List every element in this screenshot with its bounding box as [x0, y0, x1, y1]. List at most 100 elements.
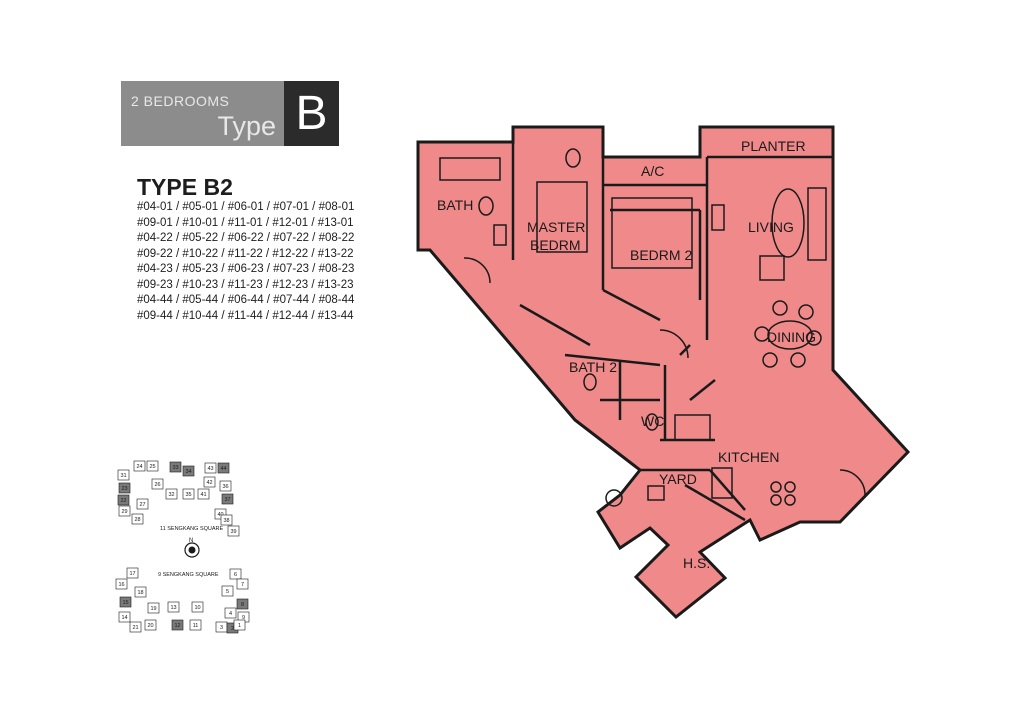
planter-label: PLANTER [741, 138, 806, 154]
key-plan-unit: 1 [233, 619, 246, 631]
bathtub [439, 157, 501, 181]
key-plan-unit-number: 38 [223, 518, 229, 524]
key-plan-unit-number: 4 [229, 611, 232, 617]
key-plan-unit-number: 29 [121, 509, 127, 515]
type-letter: B [284, 81, 339, 146]
key-plan-unit: 34 [182, 465, 195, 477]
key-plan-unit-number: 11 [193, 623, 199, 629]
key-plan-unit-number: 7 [241, 582, 244, 588]
key-plan-unit: 40 [214, 508, 227, 520]
shower-master [493, 224, 507, 246]
dining-chair [798, 304, 814, 320]
living-label: LIVING [748, 219, 794, 235]
key-plan-unit: 19 [147, 602, 160, 614]
key-plan-unit: 33 [169, 461, 182, 473]
unit-line: #09-01 / #10-01 / #11-01 / #12-01 / #13-… [137, 216, 354, 229]
kitchen-label: KITCHEN [718, 449, 779, 465]
dining-chair [754, 326, 770, 342]
yard-label: YARD [659, 471, 697, 487]
unit-line: #04-23 / #05-23 / #06-23 / #07-23 / #08-… [137, 263, 355, 275]
master-bedrm-label-2: BEDRM [530, 237, 581, 253]
key-plan-unit-number: 12 [174, 623, 180, 629]
key-plan-unit-number: 19 [150, 606, 156, 612]
key-plan-unit-number: 27 [139, 502, 145, 508]
bed-2 [611, 197, 693, 269]
key-plan-unit: 31 [117, 469, 130, 481]
key-plan-unit: 3 [215, 621, 228, 633]
door-swing [839, 469, 866, 496]
key-plan-unit-number: 14 [121, 615, 127, 621]
unit-line: #09-22 / #10-22 / #11-22 / #12-22 / #13-… [137, 247, 354, 260]
coffee-table [771, 188, 805, 258]
door-swing [659, 329, 689, 359]
north-label: N [189, 538, 193, 544]
key-plan-unit: 36 [219, 480, 232, 492]
badge-label-panel: 2 BEDROOMS Type [121, 81, 284, 146]
sofa [807, 187, 827, 261]
dining-chair [772, 300, 788, 316]
key-plan-unit: 39 [227, 525, 240, 537]
key-plan-unit-number: 15 [122, 600, 128, 606]
unit-line: #04-22 / #05-22 / #06-22 / #07-22 / #08-… [137, 232, 355, 244]
key-plan-unit-number: 16 [118, 582, 124, 588]
dining-chair [762, 352, 778, 368]
upper-block-label: 11 SENGKANG SQUARE [160, 526, 223, 532]
fridge [674, 414, 711, 441]
key-plan-unit-number: 40 [217, 512, 223, 518]
key-plan-unit-number: 43 [207, 466, 213, 472]
key-plan-unit: 5 [221, 585, 234, 597]
unit-line: #04-44 / #05-44 / #06-44 / #07-44 / #08-… [137, 294, 355, 306]
key-plan-unit: 22 [117, 494, 130, 506]
key-plan-unit-number: 32 [168, 492, 174, 498]
key-plan-unit: 35 [182, 488, 195, 500]
key-plan-unit: 18 [134, 586, 147, 598]
bath-label: BATH [437, 197, 473, 213]
room-labels: PLANTER A/C BATH MASTER BEDRM BEDRM 2 LI… [437, 138, 816, 571]
key-plan-unit: 26 [151, 478, 164, 490]
key-plan-unit: 6 [229, 568, 242, 580]
bedrooms-label: 2 BEDROOMS [131, 93, 230, 109]
key-plan-unit-number: 42 [206, 480, 212, 486]
unit-line: #09-23 / #10-23 / #11-23 / #12-23 / #13-… [137, 278, 354, 291]
type-badge: 2 BEDROOMS Type B [121, 81, 339, 146]
burner [784, 494, 796, 506]
key-plan-unit: 41 [197, 488, 210, 500]
key-plan-unit: 29 [118, 505, 131, 517]
key-plan-unit: 38 [220, 514, 233, 526]
key-plan-unit: 37 [221, 493, 234, 505]
bedrm2-label: BEDRM 2 [630, 247, 692, 263]
key-plan-unit: 21 [129, 621, 142, 633]
key-plan-unit-number: 18 [137, 590, 143, 596]
hs-label: H.S. [683, 555, 710, 571]
type-word: Type [217, 111, 276, 141]
ac-label: A/C [641, 163, 664, 179]
north-arrow-icon: N [184, 538, 200, 558]
key-plan-unit-number: 36 [222, 484, 228, 490]
key-plan-unit: 10 [191, 601, 204, 613]
key-plan-unit-number: 6 [234, 572, 237, 578]
key-plan-unit-number: 13 [170, 605, 176, 611]
stove [711, 467, 733, 499]
toilet-bath2 [583, 373, 597, 391]
key-plan-unit: 11 [189, 619, 202, 631]
key-plan-unit-number: 28 [134, 517, 140, 523]
dining-table [767, 320, 813, 350]
key-plan-unit-number: 37 [224, 497, 230, 503]
key-plan-unit-number: 10 [194, 605, 200, 611]
key-plan-unit: 14 [118, 611, 131, 623]
key-plan-unit-number: 44 [220, 466, 226, 472]
key-plan-unit-number: 23 [121, 486, 127, 492]
key-plan-unit-number: 24 [136, 464, 142, 470]
fixtures [439, 148, 866, 507]
key-plan-unit: 12 [171, 619, 184, 631]
bath2-label: BATH 2 [569, 359, 617, 375]
unit-line: #04-01 / #05-01 / #06-01 / #07-01 / #08-… [137, 201, 355, 213]
wc-label: WC [641, 413, 664, 429]
toilet-wc [645, 413, 659, 431]
door-swing [463, 257, 491, 284]
unit-line: #09-44 / #10-44 / #11-44 / #12-44 / #13-… [137, 309, 354, 322]
key-plan-unit-number: 26 [154, 482, 160, 488]
toilet-top [565, 148, 581, 168]
